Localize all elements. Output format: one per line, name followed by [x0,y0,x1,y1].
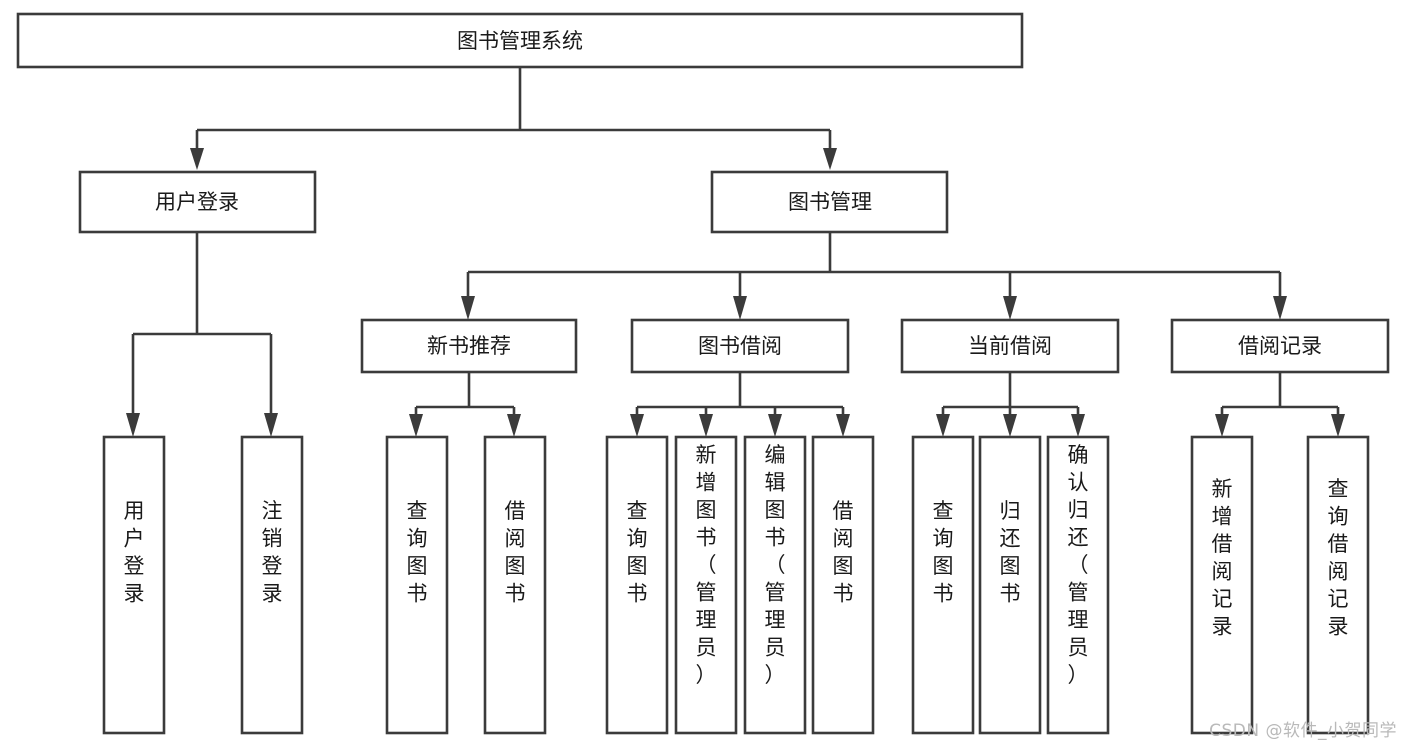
leaf-bb-borrow-book-box[interactable] [811,435,875,735]
node-current-borrow-label: 当前借阅 [968,334,1052,358]
arrowhead-bb-query-book [630,414,644,437]
leaf-cb-return-book-label: 归还图书 [1000,499,1021,606]
node-book-borrow-label: 图书借阅 [698,334,782,358]
arrowhead-new-book-rec [461,296,475,320]
leaf-bb-borrow-book-label: 借阅图书 [833,499,854,606]
arrowhead-nb-borrow-book [507,414,521,437]
leaf-bb-edit-book-label: 编辑图书（管理员） [765,443,786,687]
leaf-cb-return-book-box[interactable] [978,435,1042,735]
arrowhead-leaf-logout [264,413,278,437]
connector-root-to-level2 [190,67,837,170]
arrowhead-borrow-record [1273,296,1287,320]
arrowhead-nb-query-book [409,414,423,437]
node-book-management[interactable]: 图书管理 [710,170,949,234]
arrowhead-book-mgmt [823,148,837,170]
leaf-br-add-record-label: 新增借阅记录 [1212,477,1233,639]
leaf-bb-query-book[interactable]: 查询图书 [605,435,669,735]
arrowhead-leaf-user-login [126,413,140,437]
node-borrow-record[interactable]: 借阅记录 [1170,318,1390,374]
csdn-watermark: CSDN @软件_小贺同学 [1209,721,1397,741]
node-user-login-label: 用户登录 [155,190,239,214]
node-user-login[interactable]: 用户登录 [78,170,317,234]
node-new-book-recommend-label: 新书推荐 [427,334,511,358]
node-book-borrow[interactable]: 图书借阅 [630,318,850,374]
leaf-bb-borrow-book[interactable]: 借阅图书 [811,435,875,735]
leaf-cb-confirm-return-box[interactable] [1046,435,1110,735]
leaf-bb-add-book-label: 新增图书（管理员） [696,443,717,687]
node-new-book-recommend-box[interactable] [360,318,578,374]
arrowhead-bb-edit-book [768,414,782,437]
leaf-logout-box[interactable] [240,435,304,735]
leaf-cb-query-book-label: 查询图书 [933,499,954,606]
leaf-logout-label: 注销登录 [262,499,283,606]
node-book-management-label: 图书管理 [788,190,872,214]
connector-user-login-to-leaves [126,232,278,437]
leaf-nb-borrow-book[interactable]: 借阅图书 [483,435,547,735]
node-borrow-record-label: 借阅记录 [1238,334,1322,358]
leaf-nb-borrow-book-label: 借阅图书 [505,499,526,606]
arrowhead-current-borrow [1003,296,1017,320]
leaf-nb-borrow-book-box[interactable] [483,435,547,735]
arrowhead-br-query-record [1331,414,1345,437]
leaf-bb-edit-book-box[interactable] [743,435,807,735]
leaf-bb-query-book-box[interactable] [605,435,669,735]
node-borrow-record-box[interactable] [1170,318,1390,374]
arrowhead-br-add-record [1215,414,1229,437]
leaf-nb-query-book[interactable]: 查询图书 [385,435,449,735]
arrowhead-cb-query-book [936,414,950,437]
leaf-bb-query-book-label: 查询图书 [627,499,648,606]
leaf-nb-query-book-label: 查询图书 [407,499,428,606]
arrowhead-bb-borrow-book [836,414,850,437]
leaf-br-query-record-label: 查询借阅记录 [1328,477,1349,639]
node-current-borrow-box[interactable] [900,318,1120,374]
node-book-management-box[interactable] [710,170,949,234]
arrowhead-bb-add-book [699,414,713,437]
connector-book-borrow-to-leaves [630,372,850,437]
arrowhead-cb-return-book [1003,414,1017,437]
leaf-cb-return-book[interactable]: 归还图书 [978,435,1042,735]
leaf-user-login-label: 用户登录 [124,499,145,606]
leaf-user-login-box[interactable] [102,435,166,735]
leaf-br-query-record[interactable]: 查询借阅记录 [1306,435,1370,735]
leaf-br-query-record-box[interactable] [1306,435,1370,735]
connector-new-book-to-leaves [409,372,521,437]
leaf-br-add-record[interactable]: 新增借阅记录 [1190,435,1254,735]
leaf-cb-query-book[interactable]: 查询图书 [911,435,975,735]
connector-borrow-record-to-leaves [1215,372,1345,437]
leaf-cb-confirm-return-label: 确认归还（管理员） [1068,443,1089,687]
leaf-br-add-record-box[interactable] [1190,435,1254,735]
connector-current-borrow-to-leaves [936,372,1085,437]
node-book-borrow-box[interactable] [630,318,850,374]
arrowhead-book-borrow [733,296,747,320]
node-current-borrow[interactable]: 当前借阅 [900,318,1120,374]
leaf-cb-query-book-box[interactable] [911,435,975,735]
leaf-logout[interactable]: 注销登录 [240,435,304,735]
connector-book-mgmt-to-level3 [461,232,1287,320]
node-root-box[interactable] [16,12,1024,69]
leaf-nb-query-book-box[interactable] [385,435,449,735]
arrowhead-user-login [190,148,204,170]
leaf-bb-edit-book[interactable]: 编辑图书（管理员） [743,435,807,735]
leaf-bb-add-book-box[interactable] [674,435,738,735]
leaf-cb-confirm-return[interactable]: 确认归还（管理员） [1046,435,1110,735]
node-root-label: 图书管理系统 [457,29,583,53]
leaf-user-login[interactable]: 用户登录 [102,435,166,735]
leaf-bb-add-book[interactable]: 新增图书（管理员） [674,435,738,735]
node-new-book-recommend[interactable]: 新书推荐 [360,318,578,374]
arrowhead-cb-confirm-return [1071,414,1085,437]
node-root[interactable]: 图书管理系统 [16,12,1024,69]
